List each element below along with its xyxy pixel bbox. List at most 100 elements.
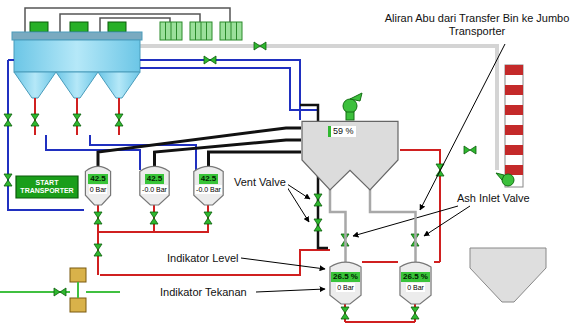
- ash-silo: [470, 248, 546, 302]
- bag-filter: [176, 22, 177, 40]
- valve: [464, 146, 476, 154]
- chimney: [505, 105, 523, 115]
- valve-actuator: [30, 22, 48, 32]
- bag-filter: [165, 22, 166, 40]
- leader-line: [287, 187, 309, 222]
- conveying-pipe: [209, 152, 302, 166]
- start-button: START TRANSPORTER: [16, 176, 78, 198]
- fan: [343, 99, 357, 113]
- air-line: [345, 321, 415, 323]
- bag-filter: [225, 22, 226, 40]
- jumbo-transporter: [400, 262, 431, 304]
- leader-line: [241, 44, 505, 292]
- ash-hopper: [14, 72, 56, 98]
- level-indicator: 42.5: [88, 174, 108, 184]
- jumbo-transporter: [330, 262, 361, 304]
- hopper-outlet: [46, 135, 140, 170]
- valve: [204, 212, 212, 224]
- bag-filter: [160, 22, 242, 40]
- valve: [150, 212, 158, 224]
- valve: [94, 212, 102, 224]
- level-indicator: 59 %: [328, 126, 356, 137]
- air-line: [400, 150, 440, 262]
- fan: [346, 112, 354, 120]
- level-indicator: 26.5 %: [331, 272, 360, 282]
- bag-filter: [206, 22, 207, 40]
- ash-hopper: [12, 32, 142, 98]
- valve: [314, 219, 322, 231]
- air-line: [98, 202, 208, 232]
- level-indicator: 26.5 %: [401, 272, 430, 282]
- air-supply-line: [77, 282, 79, 298]
- bag-filter: [201, 22, 202, 40]
- conveying-pipe: [155, 140, 302, 166]
- valve: [4, 114, 12, 126]
- start-button: [16, 176, 78, 198]
- valve: [94, 244, 102, 256]
- jumbo-transporter: 26.5 %0 Bar: [397, 260, 434, 304]
- callout-label: Indikator Tekanan: [158, 286, 249, 299]
- vent-line: [300, 105, 318, 120]
- transporter-vessel: 42.50 Bar: [83, 164, 113, 205]
- chimney: [505, 65, 523, 75]
- callout-label: Indikator Level: [165, 252, 241, 265]
- chimney: [505, 65, 523, 187]
- pressure-indicator: 0 Bar: [336, 283, 355, 292]
- valve: [341, 307, 349, 319]
- leader-line: [420, 44, 505, 210]
- chimney: [505, 65, 523, 187]
- ash-flow-line: [370, 189, 416, 262]
- valve-actuator: [108, 22, 126, 32]
- button-label: START TRANSPORTER: [20, 179, 74, 195]
- leader-line: [424, 206, 470, 236]
- bag-filter: [166, 22, 237, 40]
- transporter-vessel: 42.5-0.0 Bar: [191, 164, 226, 205]
- fan: [350, 93, 362, 101]
- valve: [204, 56, 216, 64]
- air-filter: [70, 268, 86, 312]
- valve: [31, 114, 39, 126]
- ash-hopper: [98, 72, 140, 98]
- chimney: [505, 85, 523, 95]
- ash-hopper: [56, 72, 98, 98]
- air-line: [98, 150, 440, 322]
- fan: [496, 173, 504, 180]
- leader-line: [287, 184, 310, 199]
- bag-filter: [195, 22, 196, 40]
- air-filter: [70, 268, 86, 282]
- level-indicator: 42.5: [145, 174, 165, 184]
- ash-hopper: [12, 32, 142, 40]
- leader-line: [256, 289, 325, 292]
- air-line: [100, 250, 330, 275]
- leader-line: [241, 258, 325, 269]
- valve: [73, 114, 81, 126]
- ash-silo: [470, 248, 546, 302]
- bag-filter: [236, 22, 237, 40]
- transfer-bin: [302, 121, 398, 190]
- bag-filter: [220, 22, 242, 40]
- valve-actuator: [70, 22, 88, 32]
- bag-filter: [160, 22, 182, 40]
- valve: [314, 194, 322, 206]
- pressure-indicator: -0.0 Bar: [141, 185, 168, 194]
- transfer-bin: 59 %: [300, 120, 400, 190]
- bag-filter: [190, 22, 212, 40]
- chimney: [505, 65, 523, 175]
- transporter-vessel: [194, 166, 223, 205]
- callout-label: Ash Inlet Valve: [455, 192, 532, 205]
- bag-filter: [231, 22, 232, 40]
- jumbo-transporter: 26.5 %0 Bar: [327, 260, 364, 304]
- chimney: [505, 165, 523, 175]
- valve: [254, 42, 266, 50]
- valve-actuator: [30, 22, 126, 32]
- valve: [4, 174, 12, 186]
- valve: [4, 42, 476, 319]
- conveying-pipe: [98, 128, 301, 166]
- valve: [54, 288, 66, 296]
- air-filter: [70, 298, 86, 312]
- valve: [411, 307, 419, 319]
- transporter-vessel: 42.5-0.0 Bar: [137, 164, 172, 205]
